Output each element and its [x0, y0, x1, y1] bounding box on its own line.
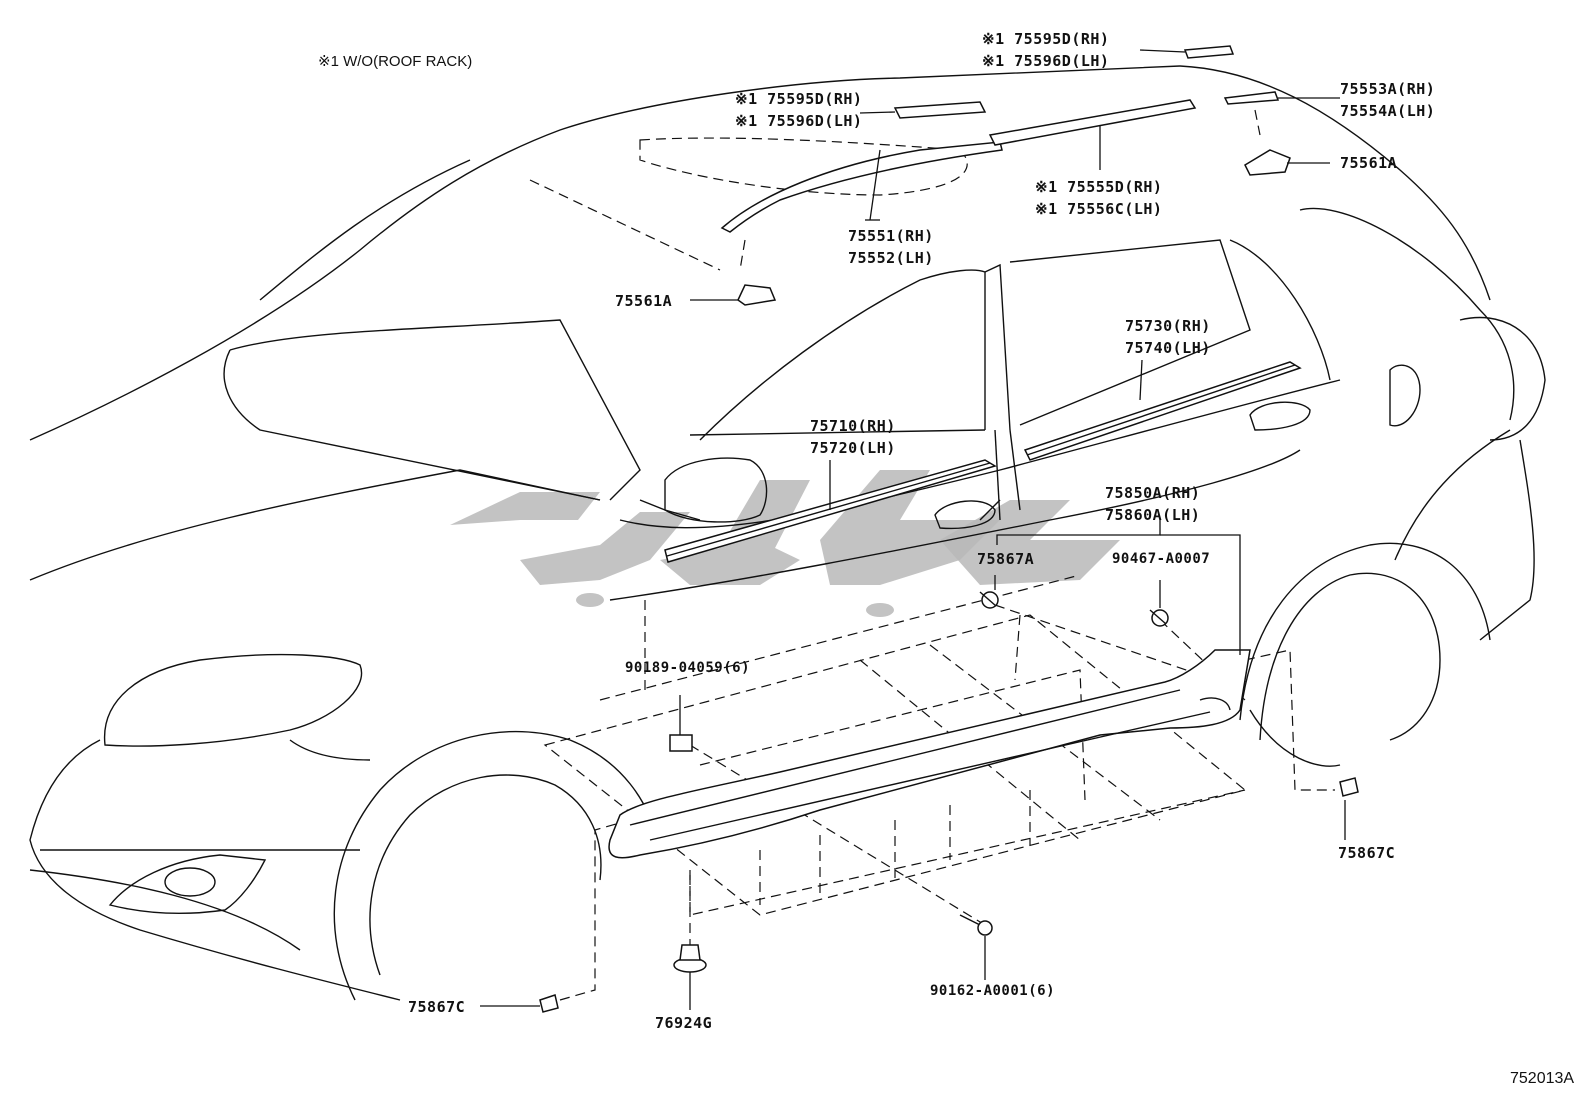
callout-clip-75561a-rear: 75561A [1340, 152, 1397, 174]
diagram-code: 752013A [1510, 1070, 1575, 1087]
car-outline [29, 65, 1546, 1001]
callout-line: 76924G [655, 1014, 713, 1032]
callout-line: 90467-A0007 [1112, 551, 1211, 567]
callout-line: ※1 75595D(RH) [982, 30, 1110, 48]
part-rear-door-belt-molding [1023, 361, 1302, 461]
part-clip-75867c-left [539, 994, 559, 1013]
part-front-door-belt-molding [664, 459, 997, 563]
callout-line: 75561A [1340, 154, 1398, 172]
callout-clip-75867a: 75867A [977, 548, 1034, 570]
callout-line: 75552(LH) [848, 249, 934, 267]
callout-clip-90467: 90467-A0007 [1112, 548, 1210, 570]
part-clip-75561a-front [737, 284, 777, 306]
callout-line: ※1 75595D(RH) [735, 90, 863, 108]
callout-rear-door-molding: 75730(RH) 75740(LH) [1125, 315, 1211, 359]
callout-line: 75561A [615, 292, 673, 310]
callout-front-door-molding: 75710(RH) 75720(LH) [810, 415, 896, 459]
callout-line: 75553A(RH) [1340, 80, 1436, 98]
callout-nut-90189: 90189-04059(6) [625, 657, 750, 679]
callout-roof-cap-front: ※1 75595D(RH) ※1 75596D(LH) [735, 88, 862, 132]
callout-line: 90162-A0001(6) [930, 983, 1056, 999]
callout-line: 75740(LH) [1125, 339, 1211, 357]
callout-line: 75710(RH) [810, 417, 896, 435]
callout-line: 75867C [408, 998, 466, 1016]
callout-roof-clip: 75553A(RH) 75554A(LH) [1340, 78, 1435, 122]
callout-line: 75867C [1338, 844, 1396, 862]
part-nut-90189 [669, 734, 693, 752]
part-roof-cap-front [893, 101, 987, 119]
callout-line: ※1 75596D(LH) [735, 112, 863, 130]
callout-roof-cap-rear: ※1 75595D(RH) ※1 75596D(LH) [982, 28, 1109, 72]
callout-line: 75867A [977, 550, 1035, 568]
callout-line: 75850A(RH) [1105, 484, 1201, 502]
part-roof-molding-front [720, 141, 1003, 233]
callout-line: ※1 75555D(RH) [1035, 178, 1163, 196]
leader-lines [480, 49, 1346, 1010]
callout-grommet-76924g: 76924G [655, 1012, 712, 1034]
part-roof-molding-rear [988, 99, 1197, 146]
callout-screw-90162: 90162-A0001(6) [930, 980, 1055, 1002]
callout-line: 75554A(LH) [1340, 102, 1436, 120]
callout-clip-75867c-left: 75867C [408, 996, 465, 1018]
callout-line: 75720(LH) [810, 439, 896, 457]
callout-line: 90189-04059(6) [625, 660, 751, 676]
callout-roof-molding-front: 75551(RH) 75552(LH) [848, 225, 934, 269]
callout-clip-75867c-right: 75867C [1338, 842, 1395, 864]
callout-clip-75561a-front: 75561A [615, 290, 672, 312]
watermark-logo [450, 470, 1120, 617]
part-screw-90162 [959, 914, 993, 936]
part-clip-75561a-rear [1244, 149, 1291, 176]
callout-line: ※1 75556C(LH) [1035, 200, 1163, 218]
callout-rocker-panel-molding: 75850A(RH) 75860A(LH) [1105, 482, 1200, 526]
callout-line: 75551(RH) [848, 227, 934, 245]
callout-line: 75730(RH) [1125, 317, 1211, 335]
part-rocker-panel-molding [608, 649, 1251, 859]
assembly-lines [543, 109, 1335, 1001]
part-grommet-76924g [673, 944, 707, 973]
part-roof-clip-rear [1223, 91, 1280, 105]
callout-line: 75860A(LH) [1105, 506, 1201, 524]
part-clip-75867a [979, 591, 999, 609]
callout-line: ※1 75596D(LH) [982, 52, 1110, 70]
part-clip-75867c-right [1339, 777, 1359, 797]
part-clip-90467 [1149, 609, 1169, 627]
part-roof-cap-rear [1183, 45, 1235, 59]
footnote-without-roof-rack: ※1 W/O(ROOF RACK) [318, 53, 473, 70]
callout-roof-molding-rear: ※1 75555D(RH) ※1 75556C(LH) [1035, 176, 1162, 220]
